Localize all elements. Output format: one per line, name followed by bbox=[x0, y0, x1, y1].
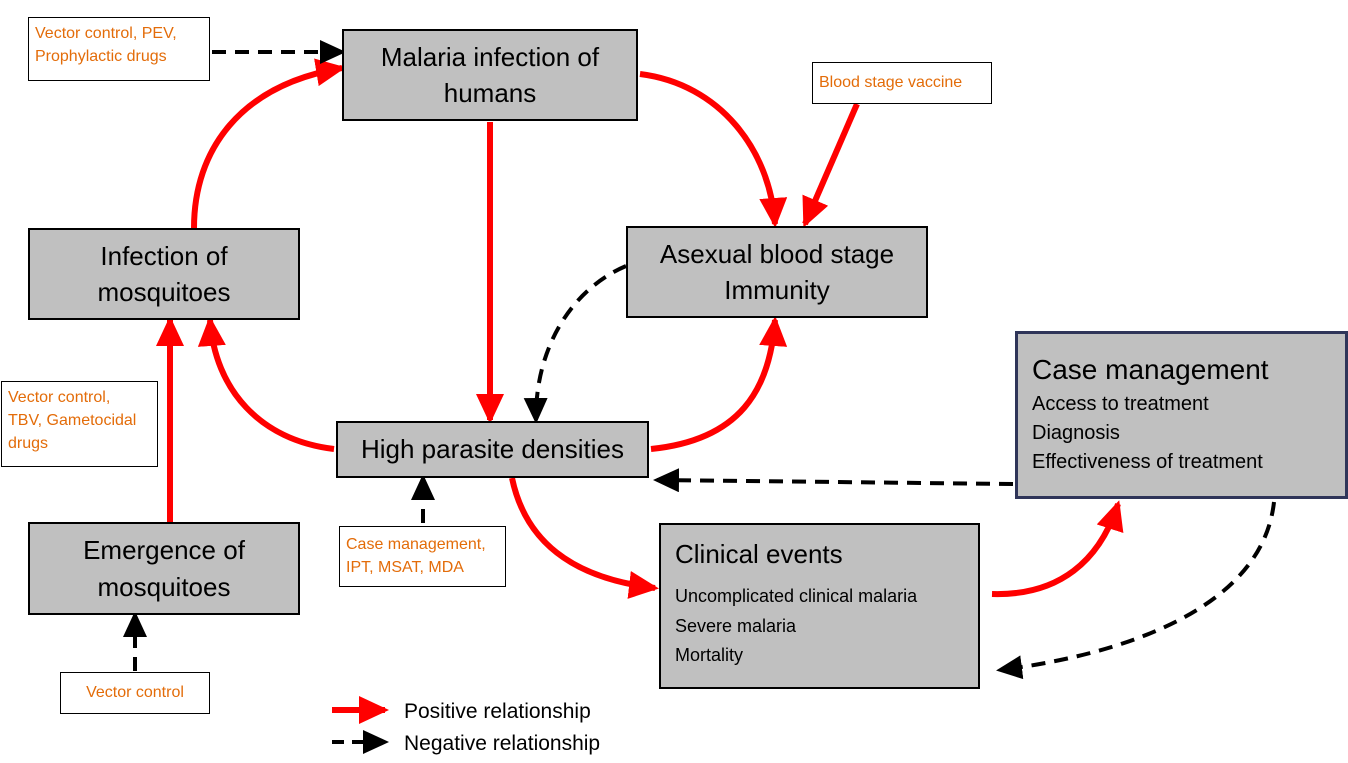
emergence-mosquitoes-line-2: mosquitoes bbox=[97, 571, 231, 602]
intervention-line: Case management, bbox=[346, 536, 486, 553]
emergence-mosquitoes-box: Emergence of mosquitoes bbox=[28, 522, 300, 615]
infection-mosquitoes-line-1: Infection of bbox=[100, 240, 228, 271]
high-parasite-box: High parasite densities bbox=[336, 421, 649, 478]
clinical-events-title: Clinical events bbox=[675, 539, 843, 569]
high-parasite-label: High parasite densities bbox=[360, 434, 625, 465]
arrow-blood-vaccine-to-immunity bbox=[802, 102, 860, 228]
intervention-line: drugs bbox=[8, 435, 49, 453]
arrow-immunity-to-parasite-density bbox=[523, 264, 627, 424]
case-management-item: Diagnosis bbox=[1032, 422, 1120, 444]
infection-mosquitoes-line-2: mosquitoes bbox=[97, 277, 231, 307]
malaria-infection-line-2: humans bbox=[443, 78, 537, 108]
arrow-clinical-to-case-management bbox=[991, 500, 1124, 598]
intervention-vector-pev: Vector control, PEV, Prophylactic drugs bbox=[28, 17, 210, 81]
case-management-item: Access to treatment bbox=[1032, 393, 1209, 415]
intervention-vector-control: Vector control bbox=[60, 672, 210, 714]
legend-negative: Negative relationship bbox=[396, 728, 600, 760]
arrow-parasite-density-to-clinical bbox=[509, 477, 659, 599]
intervention-line: Blood stage vaccine bbox=[819, 74, 963, 91]
clinical-item: Uncomplicated clinical malaria bbox=[675, 586, 918, 606]
legend: Positive relationship Negative relations… bbox=[330, 696, 600, 760]
asexual-immunity-box: Asexual blood stage Immunity bbox=[626, 226, 928, 318]
intervention-line: Prophylactic drugs bbox=[35, 48, 167, 66]
arrow-parasite-density-to-immunity bbox=[650, 316, 788, 452]
legend-positive: Positive relationship bbox=[396, 696, 600, 728]
case-management-box: Case management Access to treatment Diag… bbox=[1015, 331, 1348, 499]
arrow-mosquito-infection-to-human-infection bbox=[191, 58, 346, 229]
case-management-title: Case management bbox=[1032, 354, 1269, 385]
case-management-item: Effectiveness of treatment bbox=[1032, 451, 1263, 473]
arrow-parasite-density-to-mosquito-infection bbox=[197, 316, 335, 452]
intervention-blood-stage-vaccine: Blood stage vaccine bbox=[812, 62, 992, 104]
legend-positive-label: Positive relationship bbox=[404, 700, 591, 723]
infection-mosquitoes-box: Infection of mosquitoes bbox=[28, 228, 300, 320]
asexual-immunity-line-1: Asexual blood stage bbox=[659, 238, 895, 269]
clinical-item: Mortality bbox=[675, 645, 744, 666]
intervention-line: IPT, MSAT, MDA bbox=[346, 559, 464, 577]
intervention-line: TBV, Gametocidal bbox=[8, 412, 137, 430]
intervention-line: Vector control, PEV, bbox=[35, 25, 177, 42]
clinical-item: Severe malaria bbox=[675, 615, 797, 636]
arrow-human-infection-to-immunity bbox=[639, 71, 788, 228]
clinical-events-box: Clinical events Uncomplicated clinical m… bbox=[659, 523, 980, 689]
intervention-case-ipt: Case management, IPT, MSAT, MDA bbox=[339, 526, 506, 587]
arrow-case-management-to-parasite-density bbox=[653, 468, 1014, 493]
legend-negative-label: Negative relationship bbox=[404, 732, 601, 755]
emergence-mosquitoes-line-1: Emergence of bbox=[83, 535, 245, 566]
malaria-infection-line-1: Malaria infection of bbox=[380, 41, 600, 72]
asexual-immunity-line-2: Immunity bbox=[724, 275, 830, 305]
intervention-line: Vector control bbox=[86, 684, 184, 701]
intervention-vector-tbv: Vector control, TBV, Gametocidal drugs bbox=[1, 381, 158, 467]
malaria-infection-box: Malaria infection of humans bbox=[342, 29, 638, 121]
intervention-line: Vector control, bbox=[8, 389, 111, 406]
